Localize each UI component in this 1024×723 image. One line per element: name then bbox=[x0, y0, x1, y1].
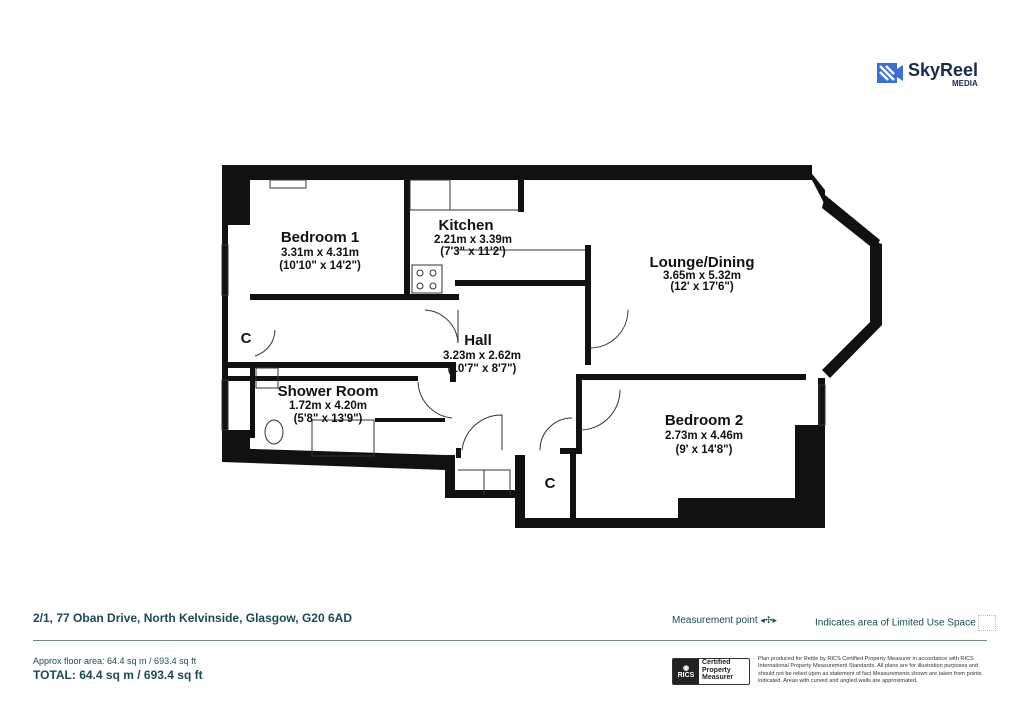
room-name-bedroom1: Bedroom 1 bbox=[281, 229, 359, 246]
room-labels: Bedroom 1 3.31m x 4.31m (10'10" x 14'2")… bbox=[241, 217, 755, 492]
radiator bbox=[269, 179, 307, 189]
room-metric-shower: 1.72m x 4.20m bbox=[289, 400, 367, 412]
window bbox=[221, 379, 229, 431]
door-swing bbox=[539, 417, 573, 451]
room-name-shower: Shower Room bbox=[278, 383, 379, 400]
room-name-hall: Hall bbox=[464, 332, 492, 349]
room-metric-hall: 3.23m x 2.62m bbox=[443, 350, 521, 362]
basin-icon bbox=[255, 367, 279, 389]
brand-sub: MEDIA bbox=[952, 79, 978, 88]
limited-use-legend: Indicates area of Limited Use Space bbox=[815, 615, 997, 631]
rics-globe-icon: ◉ bbox=[682, 665, 690, 672]
bath-icon bbox=[311, 419, 375, 457]
kitchen-sink-icon bbox=[409, 179, 451, 211]
brand-name: SkyReel bbox=[908, 60, 979, 80]
rics-badge: ◉ RICS Certified Property Measurer bbox=[672, 658, 750, 685]
property-address: 2/1, 77 Oban Drive, North Kelvinside, Gl… bbox=[33, 611, 352, 625]
room-metric-kitchen: 2.21m x 3.39m bbox=[434, 234, 512, 246]
divider bbox=[33, 640, 987, 641]
disclaimer: Plan produced for Rettie by RICS Certifi… bbox=[758, 656, 982, 685]
door-swing bbox=[417, 381, 453, 419]
measurement-point-label: Measurement point bbox=[672, 615, 758, 626]
room-imperial-bedroom1: (10'10" x 14'2") bbox=[279, 260, 361, 272]
rics-line2: Property bbox=[702, 666, 731, 674]
room-metric-bedroom1: 3.31m x 4.31m bbox=[281, 247, 359, 259]
door-swing bbox=[589, 309, 629, 349]
limited-use-label: Indicates area of Limited Use Space bbox=[815, 617, 976, 629]
window bbox=[221, 244, 229, 296]
door-swing bbox=[579, 389, 621, 431]
toilet-icon bbox=[264, 419, 284, 445]
door-swing bbox=[461, 414, 503, 451]
total-area: TOTAL: 64.4 sq m / 693.4 sq ft bbox=[33, 668, 203, 682]
cupboard-label: C bbox=[545, 475, 556, 492]
rics-org: RICS bbox=[677, 672, 695, 679]
door-swing bbox=[424, 309, 459, 344]
brand-logo: SkyReel MEDIA bbox=[876, 60, 978, 93]
skyreel-camera-icon bbox=[877, 63, 903, 83]
cupboard-label: C bbox=[241, 330, 252, 347]
room-name-lounge: Lounge/Dining bbox=[650, 254, 755, 271]
window bbox=[818, 384, 826, 426]
door-swing bbox=[254, 329, 276, 357]
rics-line3: Measurer bbox=[702, 674, 734, 681]
room-name-kitchen: Kitchen bbox=[438, 217, 493, 234]
measurement-point-legend: Measurement point ◂✣▸ bbox=[672, 615, 777, 626]
room-imperial-hall: (10'7" x 8'7") bbox=[448, 363, 517, 375]
fixtures bbox=[221, 179, 826, 495]
measurement-point-icon: ◂✣▸ bbox=[760, 615, 777, 625]
rics-line1: Certified bbox=[702, 659, 731, 666]
room-imperial-kitchen: (7'3" x 11'2') bbox=[440, 246, 506, 258]
room-imperial-lounge: (12' x 17'6") bbox=[670, 281, 734, 293]
room-imperial-shower: (5'8" x 13'9") bbox=[294, 413, 363, 425]
room-imperial-bedroom2: (9' x 14'8") bbox=[676, 444, 733, 456]
room-metric-lounge: 3.65m x 5.32m bbox=[663, 270, 741, 282]
approx-area: Approx floor area: 64.4 sq m / 693.4 sq … bbox=[33, 656, 197, 666]
room-name-bedroom2: Bedroom 2 bbox=[665, 412, 743, 429]
hob-icon bbox=[411, 264, 443, 294]
limited-use-swatch-icon bbox=[978, 615, 997, 631]
room-metric-bedroom2: 2.73m x 4.46m bbox=[665, 430, 743, 442]
walls bbox=[222, 165, 882, 528]
